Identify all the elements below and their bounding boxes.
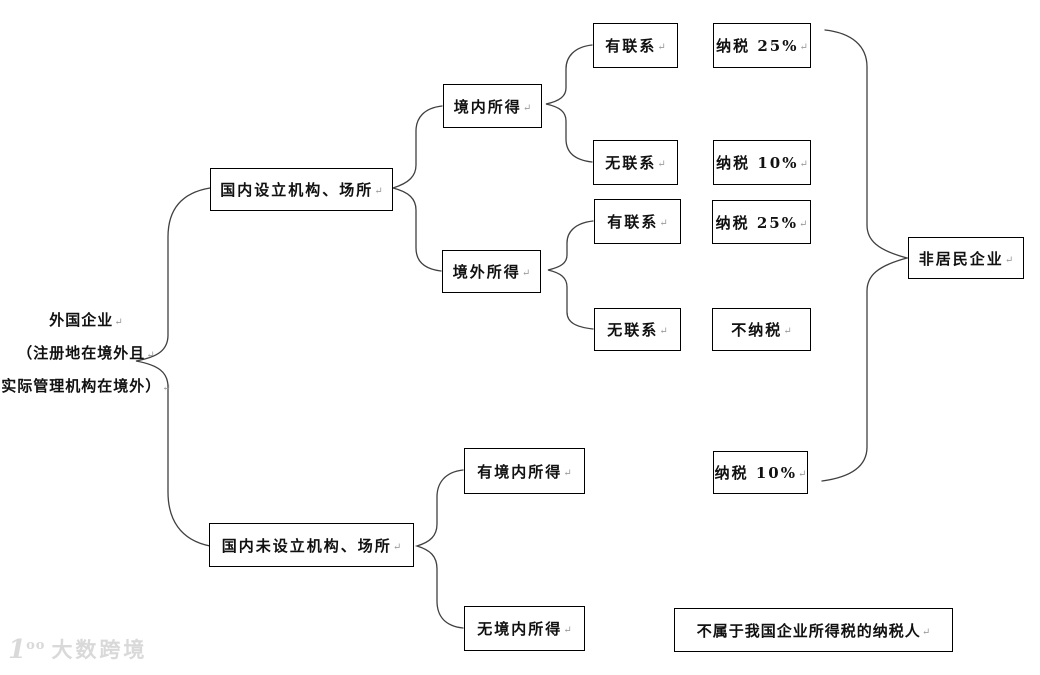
node-not-a-taxpayer: 不属于我国企业所得税的纳税人↵ — [674, 608, 953, 652]
node-tax-10-top: 纳税 10%↵ — [713, 140, 811, 185]
paragraph-mark: ↵ — [921, 626, 931, 638]
root-line-3: 实际管理机构在境外）↵ — [1, 377, 171, 395]
paragraph-mark: ↵ — [798, 218, 808, 230]
node-tax-25-mid: 纳税 25%↵ — [712, 200, 811, 244]
node-label: 有联系 — [605, 37, 657, 55]
node-tax-10-bottom: 纳税 10%↵ — [713, 451, 808, 494]
node-label: 无境内所得 — [477, 620, 563, 638]
node-no-tax: 不纳税↵ — [712, 308, 811, 351]
node-non-resident-enterprise: 非居民企业↵ — [908, 237, 1024, 279]
brace-non-resident-group — [821, 29, 910, 482]
watermark-logo-icon: 1oo — [8, 635, 46, 665]
paragraph-mark: ↵ — [799, 42, 808, 53]
paragraph-mark: ↵ — [146, 350, 155, 361]
paragraph-mark: ↵ — [799, 159, 808, 170]
node-label: 国内设立机构、场所 — [220, 181, 374, 199]
node-label: 纳税 25% — [716, 37, 799, 55]
paragraph-mark: ↵ — [783, 326, 792, 337]
node-no-established-premises: 国内未设立机构、场所↵ — [209, 523, 414, 567]
node-tax-25-top: 纳税 25%↵ — [713, 23, 811, 68]
paragraph-mark: ↵ — [392, 541, 402, 553]
node-no-domestic-income: 无境内所得↵ — [464, 606, 585, 651]
node-foreign-income: 境外所得↵ — [442, 250, 541, 293]
node-label: 不纳税 — [731, 321, 783, 339]
paragraph-mark: ↵ — [521, 268, 531, 279]
node-connected-2: 有联系↵ — [594, 199, 681, 244]
node-label: 纳税 25% — [715, 213, 798, 232]
brace-domestic-income-split — [545, 44, 593, 163]
node-label: 境外所得 — [452, 263, 521, 281]
node-label: 纳税 10% — [716, 154, 799, 172]
watermark-text: 大数跨境 — [51, 638, 148, 662]
paragraph-mark: ↵ — [657, 42, 666, 53]
paragraph-mark: ↵ — [657, 159, 666, 170]
paragraph-mark: ↵ — [522, 102, 532, 114]
paragraph-mark: ↵ — [797, 469, 807, 480]
node-label: 不属于我国企业所得税的纳税人 — [696, 621, 921, 640]
brace-not-established-split — [414, 469, 464, 629]
root-line-1: 外国企业↵ — [49, 311, 123, 329]
node-label: 非居民企业 — [918, 249, 1004, 268]
paragraph-mark: ↵ — [659, 326, 668, 337]
watermark: 1oo 大数跨境 — [8, 634, 148, 665]
node-has-domestic-income: 有境内所得↵ — [464, 448, 585, 494]
node-label: 无联系 — [607, 321, 659, 339]
node-label: 纳税 10% — [714, 464, 797, 482]
brace-established-split — [390, 105, 443, 272]
node-label: 国内未设立机构、场所 — [221, 536, 392, 555]
paragraph-mark: ↵ — [659, 218, 668, 229]
paragraph-mark: ↵ — [374, 186, 383, 197]
paragraph-mark: ↵ — [1004, 254, 1014, 266]
node-established-premises: 国内设立机构、场所↵ — [210, 168, 393, 211]
brace-foreign-income-split — [547, 220, 594, 330]
paragraph-mark: ↵ — [114, 317, 123, 328]
node-domestic-income: 境内所得↵ — [443, 84, 542, 128]
root-line-2: （注册地在境外且↵ — [17, 344, 155, 362]
node-label: 有联系 — [607, 213, 659, 231]
node-label: 有境内所得 — [477, 462, 563, 481]
node-unconnected-2: 无联系↵ — [594, 308, 681, 351]
node-label: 无联系 — [605, 154, 657, 172]
paragraph-mark: ↵ — [563, 625, 572, 636]
paragraph-mark: ↵ — [162, 383, 171, 394]
paragraph-mark: ↵ — [563, 467, 572, 479]
node-connected-1: 有联系↵ — [593, 23, 678, 68]
node-label: 境内所得 — [453, 97, 522, 116]
node-unconnected-1: 无联系↵ — [593, 140, 678, 185]
root-label-foreign-enterprise: 外国企业↵ （注册地在境外且↵ 实际管理机构在境外）↵ — [0, 305, 178, 404]
